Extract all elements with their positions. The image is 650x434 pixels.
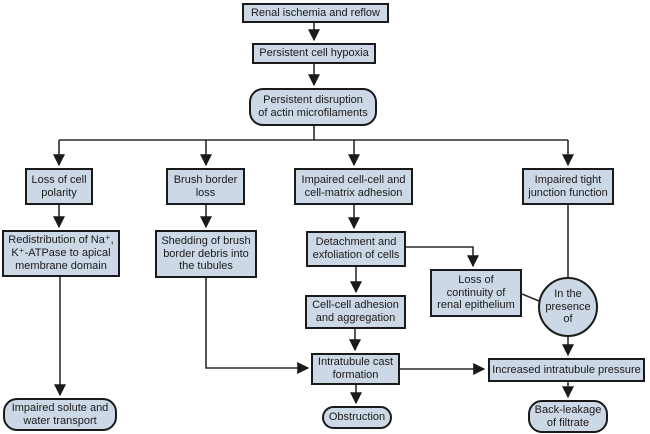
node-back-leakage: Back-leakage of filtrate xyxy=(528,400,608,433)
node-impaired-solute-transport: Impaired solute and water transport xyxy=(3,398,117,431)
node-obstruction: Obstruction xyxy=(322,406,392,429)
edge-shedding-to-cast xyxy=(205,278,310,374)
node-loss-of-continuity: Loss of continuity of renal epithelium xyxy=(430,269,522,317)
node-impaired-adhesion: Impaired cell-cell and cell-matrix adhes… xyxy=(294,168,413,205)
edge-detachment-to-continuity xyxy=(406,246,479,268)
node-cellcell-adhesion-aggregation: Cell-cell adhesion and aggregation xyxy=(305,295,406,329)
node-brush-border-loss: Brush border loss xyxy=(166,168,245,205)
node-increased-pressure: Increased intratubule pressure xyxy=(488,358,645,382)
node-detachment-exfoliation: Detachment and exfoliation of cells xyxy=(306,231,406,267)
node-shedding-debris: Shedding of brush border debris into the… xyxy=(155,230,257,278)
node-loss-of-cell-polarity: Loss of cell polarity xyxy=(25,168,93,205)
node-intratubule-cast: Intratubule cast formation xyxy=(311,353,400,385)
node-persistent-hypoxia: Persistent cell hypoxia xyxy=(252,43,376,64)
node-persistent-disruption: Persistent disruption of actin microfila… xyxy=(249,88,377,126)
node-redistribution-atpase: Redistribution of Na⁺, K⁺-ATPase to apic… xyxy=(2,230,120,277)
node-renal-ischemia: Renal ischemia and reflow xyxy=(242,3,389,23)
node-in-the-presence-of: In the presence of xyxy=(538,277,598,337)
node-impaired-tight-junction: Impaired tight junction function xyxy=(522,168,614,205)
edge-continuity-to-circle xyxy=(521,293,540,302)
